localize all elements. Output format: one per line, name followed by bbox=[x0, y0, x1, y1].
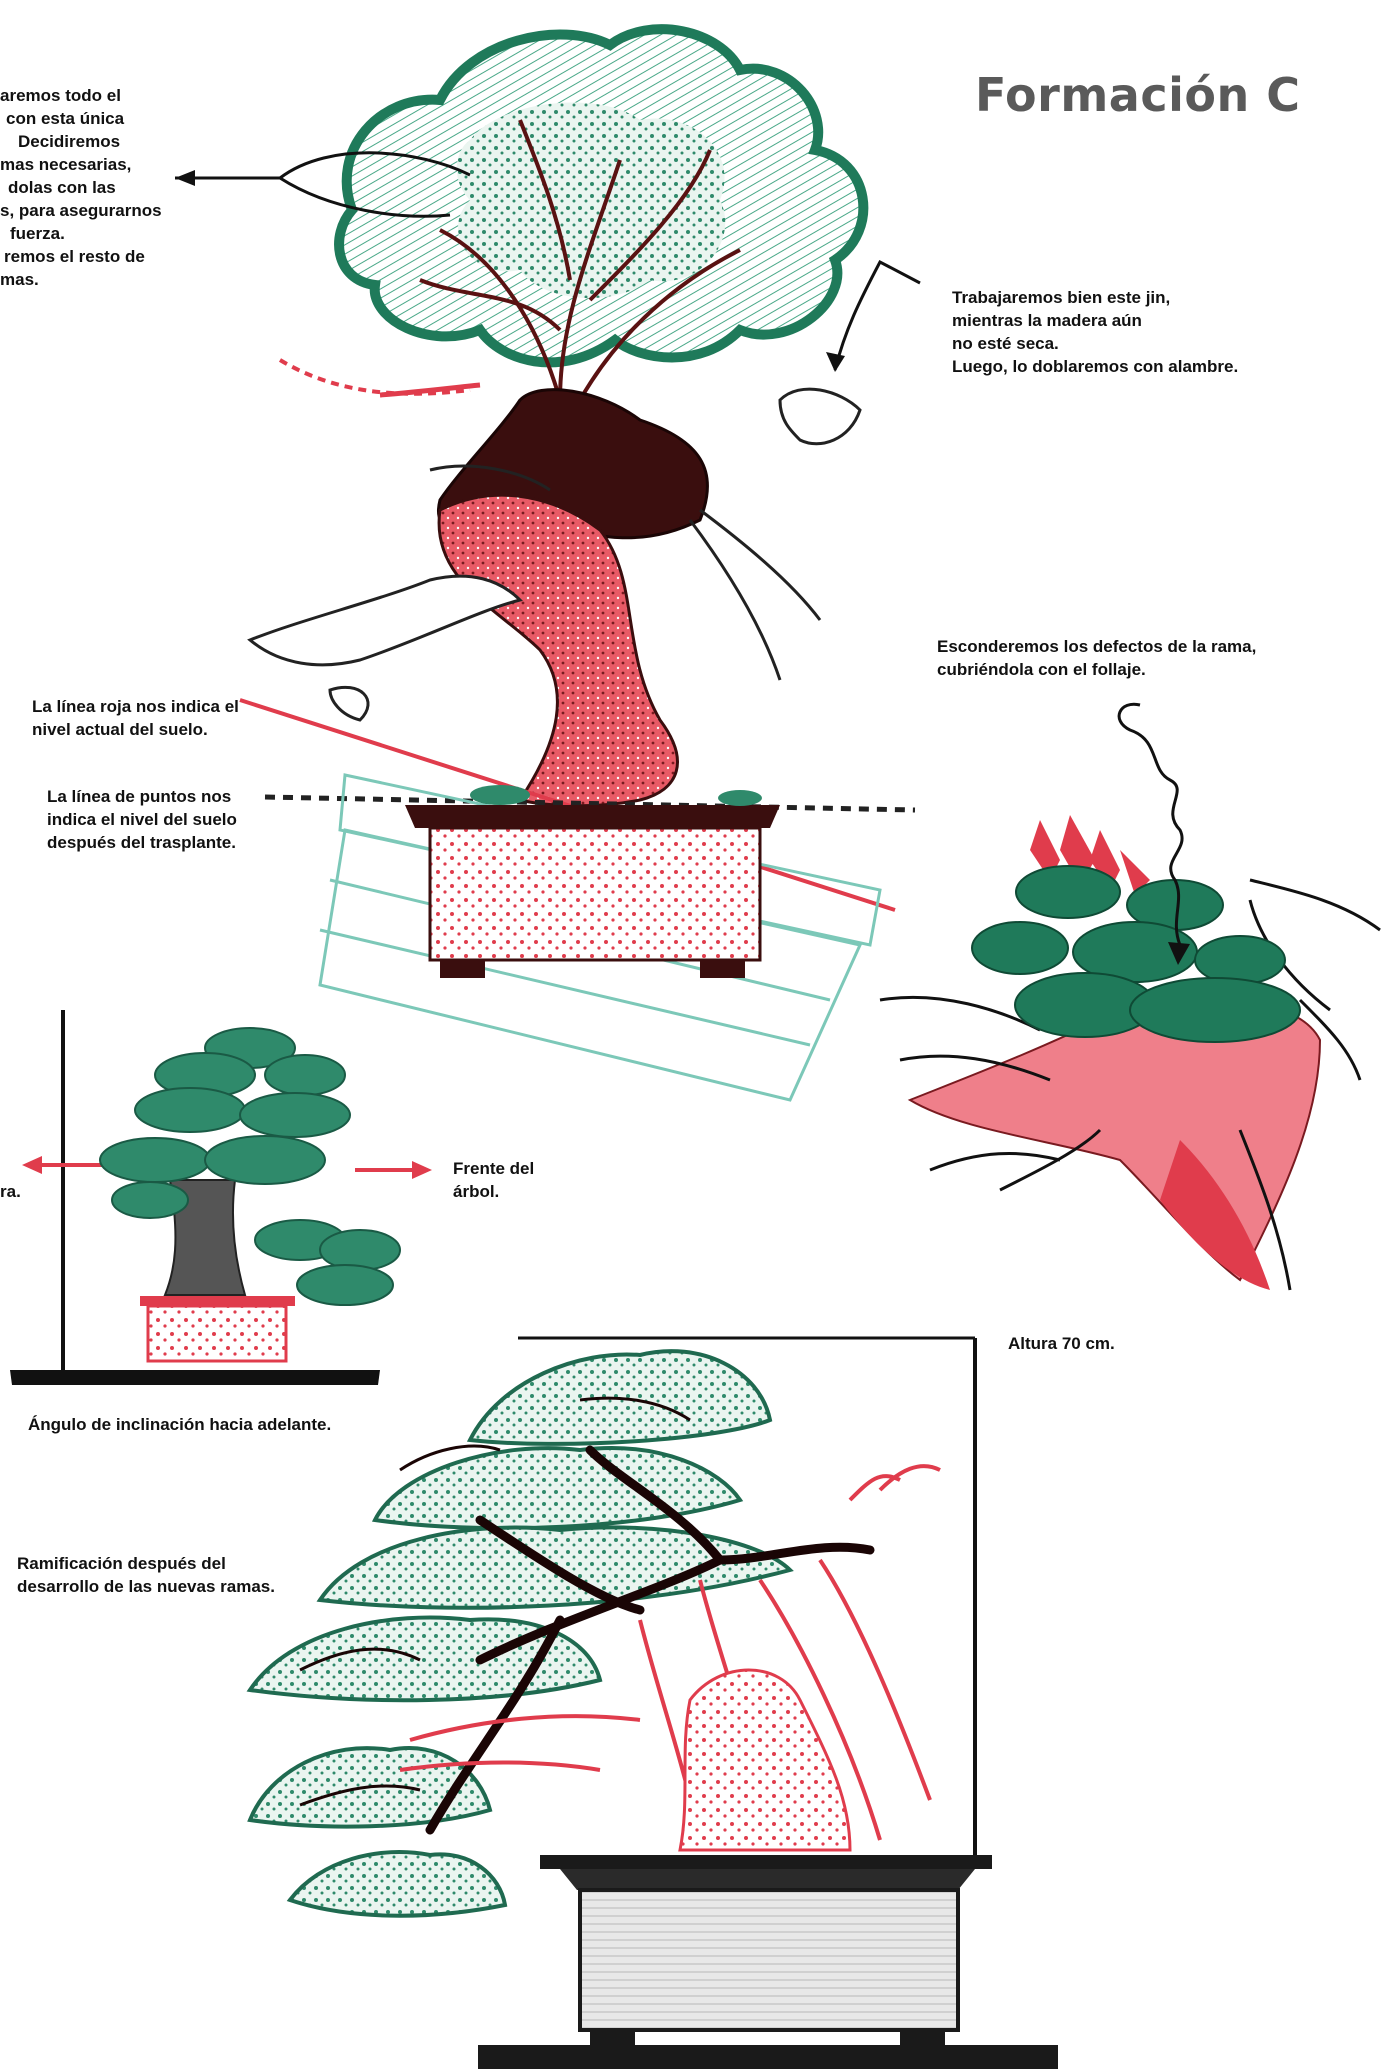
note-dotted-line: La línea de puntos nos indica el nivel d… bbox=[47, 785, 237, 854]
note-hide-defects: Esconderemos los defectos de la rama, cu… bbox=[937, 635, 1256, 681]
detail-branch bbox=[880, 704, 1380, 1290]
bottom-pot-body bbox=[580, 1890, 958, 2030]
top-trunk-lower bbox=[439, 495, 677, 806]
note-left-arrow: ra. bbox=[0, 1180, 21, 1203]
note-front: Frente del árbol. bbox=[453, 1157, 534, 1203]
small-tree bbox=[10, 1010, 432, 1385]
note-height: Altura 70 cm. bbox=[1008, 1332, 1115, 1355]
note-red-line: La línea roja nos indica el nivel actual… bbox=[32, 695, 239, 741]
top-pot-rim bbox=[405, 805, 780, 828]
note-top-left: aremos todo el con esta única Decidiremo… bbox=[0, 84, 162, 291]
page-title: Formación C bbox=[975, 68, 1300, 122]
note-angle: Ángulo de inclinación hacia adelante. bbox=[28, 1413, 331, 1436]
note-jin: Trabajaremos bien este jin, mientras la … bbox=[952, 286, 1238, 378]
top-tree bbox=[240, 29, 915, 1100]
bottom-tree bbox=[250, 1338, 1058, 2069]
note-ramification: Ramificación después del desarrollo de l… bbox=[17, 1552, 275, 1598]
top-pot-body bbox=[430, 828, 760, 960]
top-canopy-inner bbox=[457, 103, 725, 299]
